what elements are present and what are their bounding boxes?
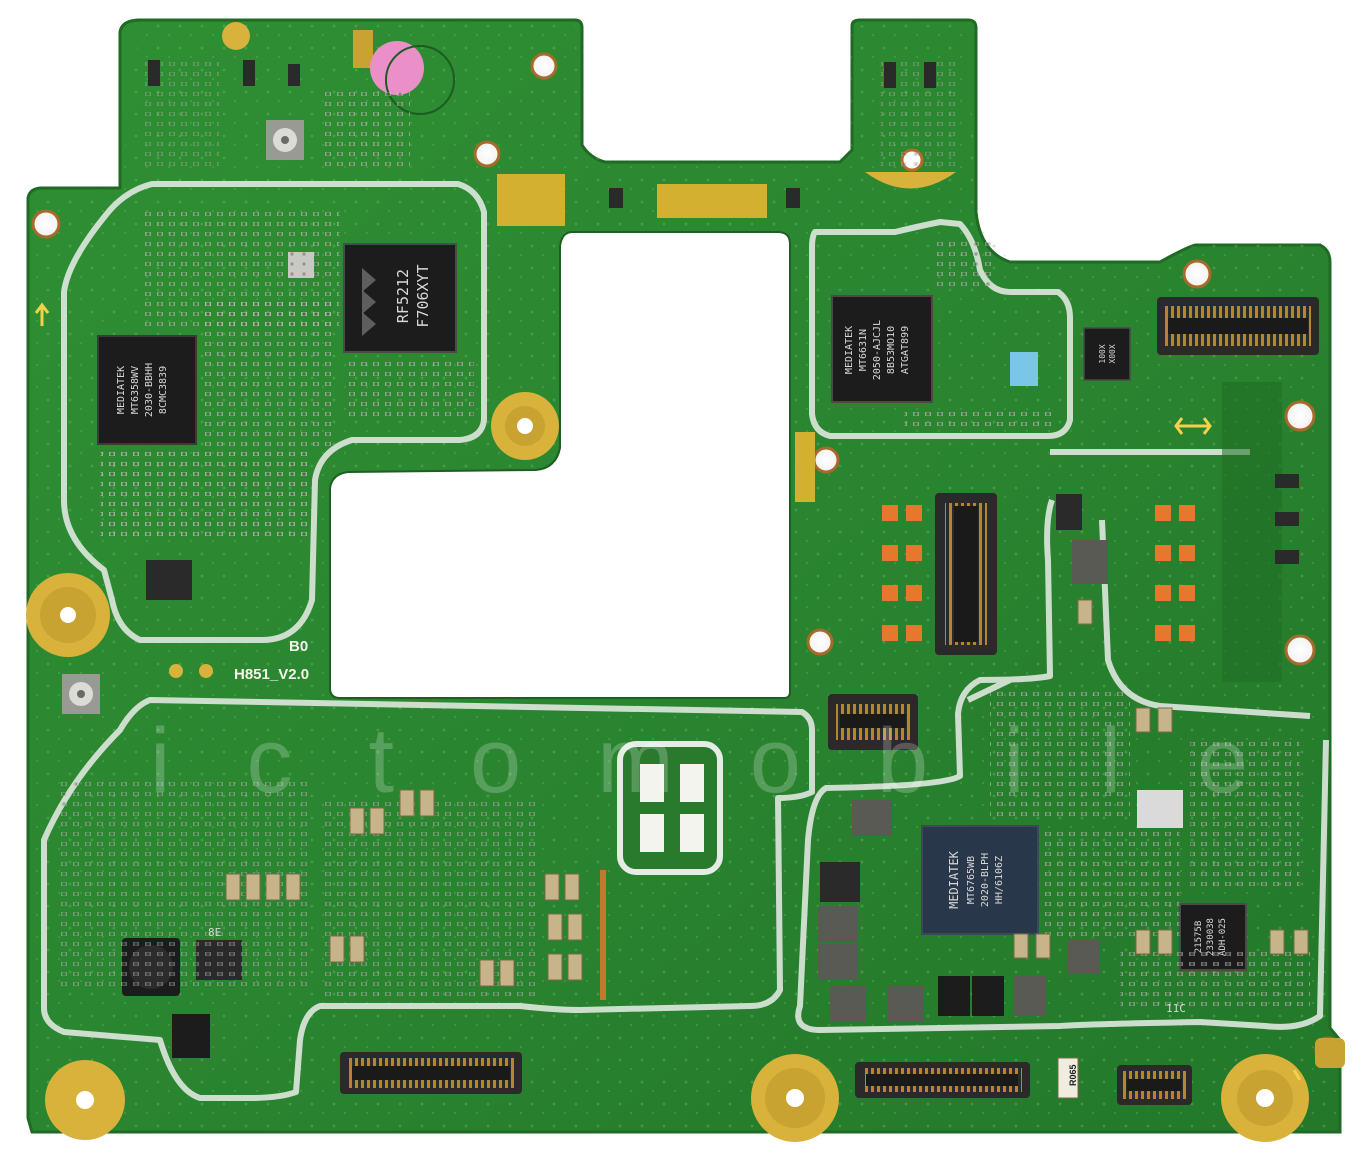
flash-led (617, 741, 723, 875)
ceramic-caps (225, 599, 1309, 1099)
chip-mediatek-wifi: MEDIATEK MT6631N 2050-AJCJL 8B53MO10 ATG… (831, 295, 933, 403)
r065-marking: R065 (1068, 1064, 1078, 1086)
soc-line2: MT6765WB (966, 856, 977, 904)
orientation-arrows (34, 302, 1302, 1081)
small-ic-line3: ADH-025 (1218, 918, 1228, 956)
small-ic-top-line2: X00X (1108, 344, 1117, 363)
board-model-label: H851_V2.0 (234, 666, 309, 683)
rf-line2: F706XYT (414, 264, 432, 327)
board-cutout (329, 231, 791, 699)
chip-rf-transceiver: RF5212 F706XYT (343, 243, 457, 353)
gold-pads (169, 30, 1345, 1068)
chip-mediatek-soc: MEDIATEK MT6765WB 2020-BLPH HH/6106Z (921, 825, 1039, 935)
vias-holes (31, 52, 1342, 1064)
pmic-line4: 8CMC3839 (158, 366, 169, 414)
copper-pad-array (882, 505, 1195, 641)
marking-8e: 8E (208, 926, 221, 939)
wifi-line1: MEDIATEK (844, 326, 855, 374)
pink-component (370, 41, 424, 95)
rf-line1: RF5212 (394, 269, 412, 323)
soc-line4: HH/6106Z (994, 856, 1005, 904)
chip-small-ic-top: 100X X00X (1083, 327, 1131, 381)
pmic-line3: 2030-BBHH (144, 363, 155, 417)
chip-mediatek-pmic: MEDIATEK MT6358WV 2030-BBHH 8CMC3839 (97, 335, 197, 445)
small-ic-line2: 2330038 (1206, 918, 1216, 956)
board-revision-label: B0 (289, 638, 308, 655)
connectors (340, 297, 1319, 1105)
wifi-line5: ATGAT899 (900, 326, 911, 374)
soc-line1: MEDIATEK (947, 850, 961, 909)
watermark: ictomobile (150, 710, 1324, 812)
pmic-line2: MT6358WV (130, 366, 141, 414)
small-ic-line1: 21575B (1194, 921, 1204, 954)
blue-component (1010, 352, 1038, 386)
wifi-line2: MT6631N (858, 329, 869, 371)
pmic-line1: MEDIATEK (116, 366, 127, 414)
small-ic-top-line1: 100X (1098, 344, 1107, 363)
top-resistors (148, 60, 1299, 564)
wifi-line3: 2050-AJCJL (872, 320, 883, 380)
wifi-line4: 8B53MO10 (886, 326, 897, 374)
mounting-holes (26, 22, 1309, 1142)
soc-line3: 2020-BLPH (980, 853, 991, 907)
marking-11c: 11C (1166, 1002, 1186, 1015)
